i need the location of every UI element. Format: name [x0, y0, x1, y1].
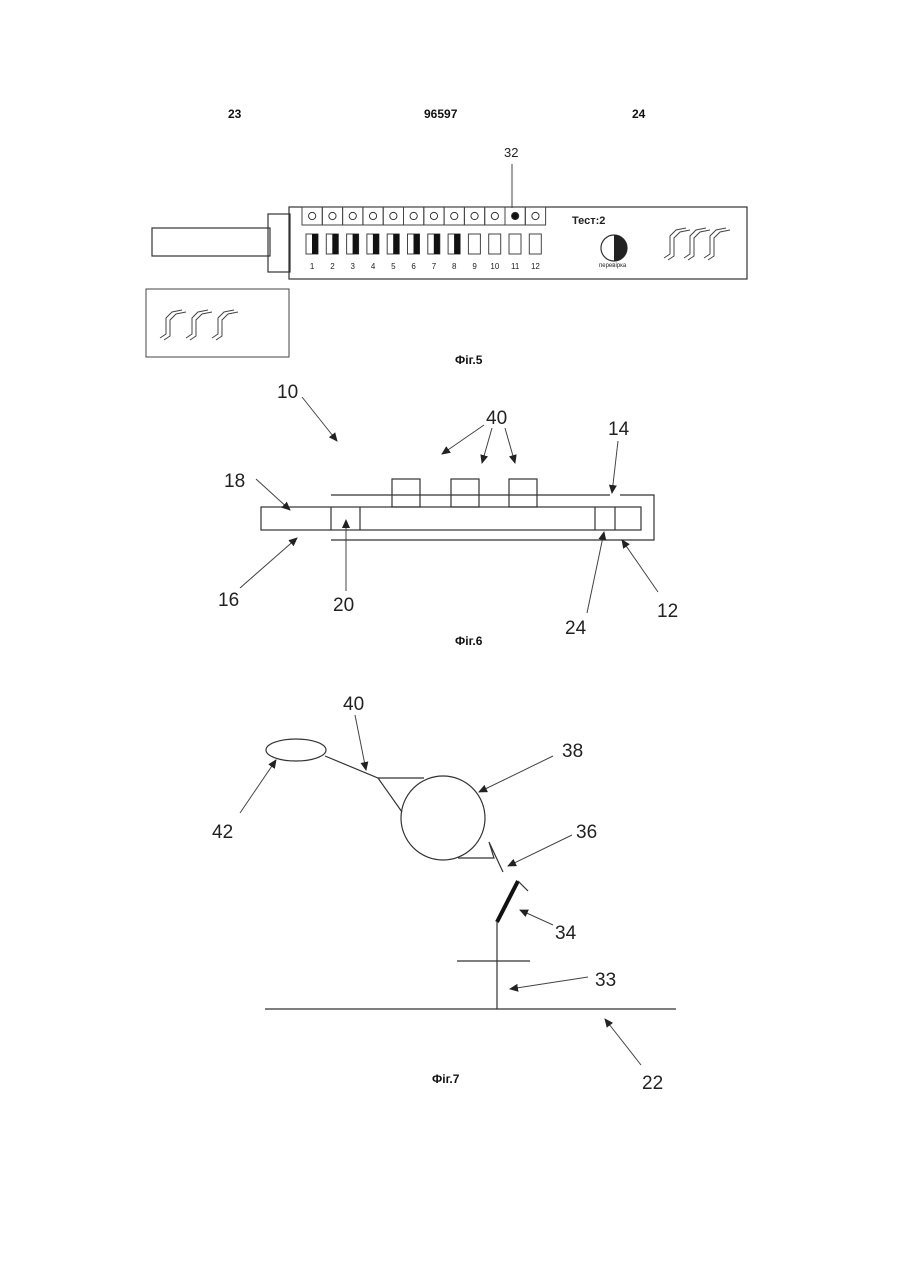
- slot-number: 9: [472, 262, 477, 271]
- figure-6: 10 40 14 18 16 20 24 12: [218, 382, 678, 639]
- test-slot-fill: [393, 234, 399, 254]
- slot-number: 6: [411, 262, 416, 271]
- fig6-caption: Фіг.6: [455, 634, 482, 648]
- fig6-label-40: 40: [486, 408, 507, 429]
- indicator-led: [471, 212, 478, 219]
- fig6-label-10: 10: [277, 382, 298, 403]
- indicator-cell: [464, 207, 484, 225]
- indicator-led: [410, 212, 417, 219]
- indicator-cell: [424, 207, 444, 225]
- slot-number: 4: [371, 262, 376, 271]
- fig6-label-24: 24: [565, 618, 587, 639]
- test-slot-fill: [454, 234, 460, 254]
- knob-label: перевірка: [599, 263, 627, 269]
- figure-5: 123456789101112 32 Тест:2 перевірка: [146, 145, 747, 357]
- slot-strip: 123456789101112: [306, 234, 541, 271]
- fig7-caption: Фіг.7: [432, 1072, 459, 1086]
- fig6-label-18: 18: [224, 471, 245, 492]
- indicator-led: [491, 212, 498, 219]
- slot-number: 7: [432, 262, 437, 271]
- indicator-led: [390, 212, 397, 219]
- test-slot: [509, 234, 521, 254]
- slot-number: 3: [351, 262, 356, 271]
- probe-symbols-right: [664, 228, 730, 260]
- indicator-cell: [302, 207, 322, 225]
- figure-7: 40 38 42 36 34 33 22: [212, 694, 676, 1094]
- element-34: [497, 881, 518, 922]
- indicator-cell: [363, 207, 383, 225]
- indicator-led: [369, 212, 376, 219]
- circle-38: [401, 776, 485, 860]
- block-40b: [451, 479, 479, 507]
- fig7-label-42: 42: [212, 822, 233, 843]
- indicator-led: [451, 212, 458, 219]
- fig7-label-34: 34: [555, 923, 577, 944]
- fig7-label-22: 22: [642, 1073, 663, 1094]
- test-slot-fill: [312, 234, 318, 254]
- fig6-label-14: 14: [608, 419, 630, 440]
- test-slot-fill: [414, 234, 420, 254]
- test-slot-fill: [332, 234, 338, 254]
- device-connector: [268, 214, 290, 272]
- frame-outline: [331, 495, 654, 540]
- test-slot-fill: [353, 234, 359, 254]
- test-slot-fill: [434, 234, 440, 254]
- check-knob: [601, 235, 627, 261]
- indicator-cell: [485, 207, 505, 225]
- test-label: Тест:2: [572, 215, 605, 227]
- indicator-strip: [302, 207, 546, 225]
- device-cable: [152, 228, 270, 256]
- fig7-label-36: 36: [576, 822, 597, 843]
- indicator-led-active: [512, 212, 519, 219]
- indicator-cell: [343, 207, 363, 225]
- fig5-caption: Фіг.5: [455, 353, 482, 367]
- test-slot: [529, 234, 541, 254]
- test-slot-fill: [373, 234, 379, 254]
- block-40c: [509, 479, 537, 507]
- slot-number: 1: [310, 262, 315, 271]
- slot-number: 8: [452, 262, 457, 271]
- indicator-cell: [444, 207, 464, 225]
- indicator-led: [430, 212, 437, 219]
- slot-number: 10: [490, 262, 499, 271]
- indicator-led: [349, 212, 356, 219]
- slot-number: 11: [511, 262, 520, 271]
- fig7-label-33: 33: [595, 970, 616, 991]
- probe-symbols-inset: [160, 310, 238, 340]
- callout-32-label: 32: [504, 145, 518, 160]
- indicator-cell: [525, 207, 545, 225]
- fig7-label-38: 38: [562, 741, 583, 762]
- slot-number: 5: [391, 262, 396, 271]
- slot-number: 12: [531, 262, 540, 271]
- fig6-label-12: 12: [657, 601, 678, 622]
- ellipse-42: [266, 739, 326, 761]
- fig6-label-20: 20: [333, 595, 354, 616]
- indicator-led: [532, 212, 539, 219]
- base-bar: [261, 507, 641, 530]
- indicator-led: [309, 212, 316, 219]
- block-40a: [392, 479, 420, 507]
- indicator-led: [329, 212, 336, 219]
- indicator-cell: [383, 207, 403, 225]
- fig7-label-40: 40: [343, 694, 364, 715]
- indicator-cell: [404, 207, 424, 225]
- indicator-cell: [322, 207, 342, 225]
- test-slot: [468, 234, 480, 254]
- slot-number: 2: [330, 262, 335, 271]
- fig6-label-16: 16: [218, 590, 239, 611]
- test-slot: [489, 234, 501, 254]
